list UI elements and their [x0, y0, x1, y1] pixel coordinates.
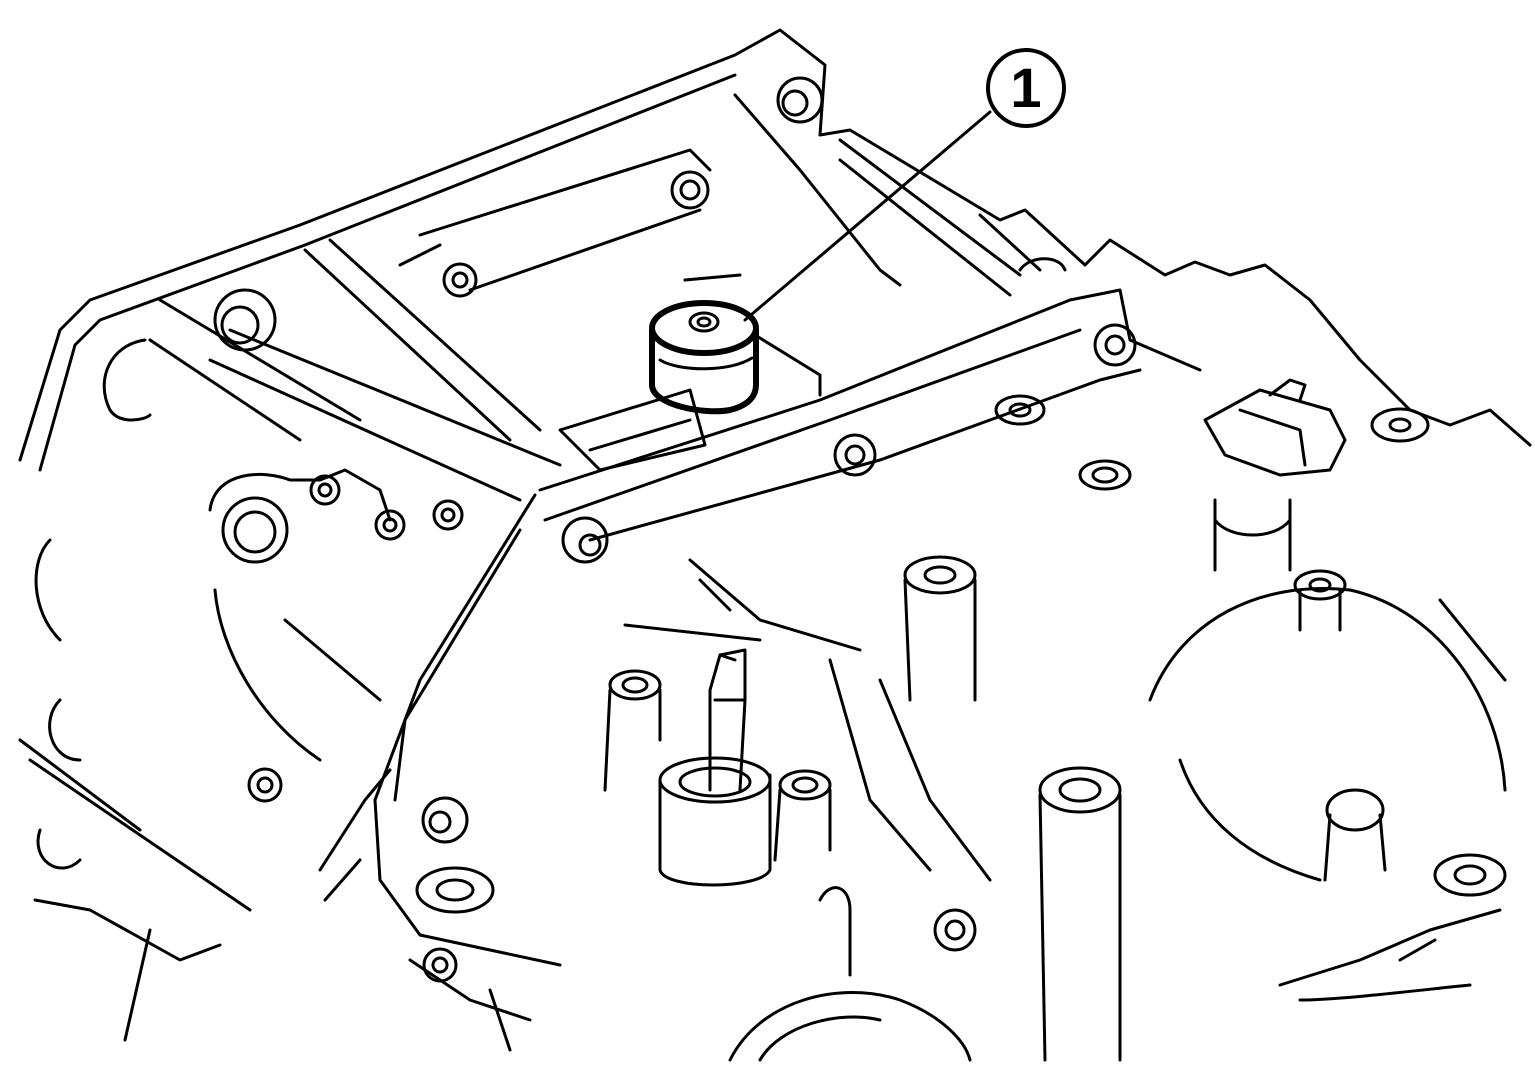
callout-leader	[743, 110, 992, 322]
oil-pan-flange	[318, 288, 1202, 1022]
cylindrical-cap-icon	[558, 273, 822, 472]
left-mounting-bosses	[208, 468, 464, 803]
callout-label: 1	[1010, 56, 1041, 119]
housing-outline	[18, 28, 1532, 1042]
converter-housing	[623, 558, 1507, 1002]
lower-output-housing	[488, 886, 972, 1062]
manual-shaft-assembly	[658, 648, 772, 887]
housing-bosses	[415, 394, 1507, 1062]
sensor-connector	[1203, 378, 1347, 572]
valve-body-upper	[102, 76, 1067, 502]
callout-1: 1	[986, 48, 1066, 128]
